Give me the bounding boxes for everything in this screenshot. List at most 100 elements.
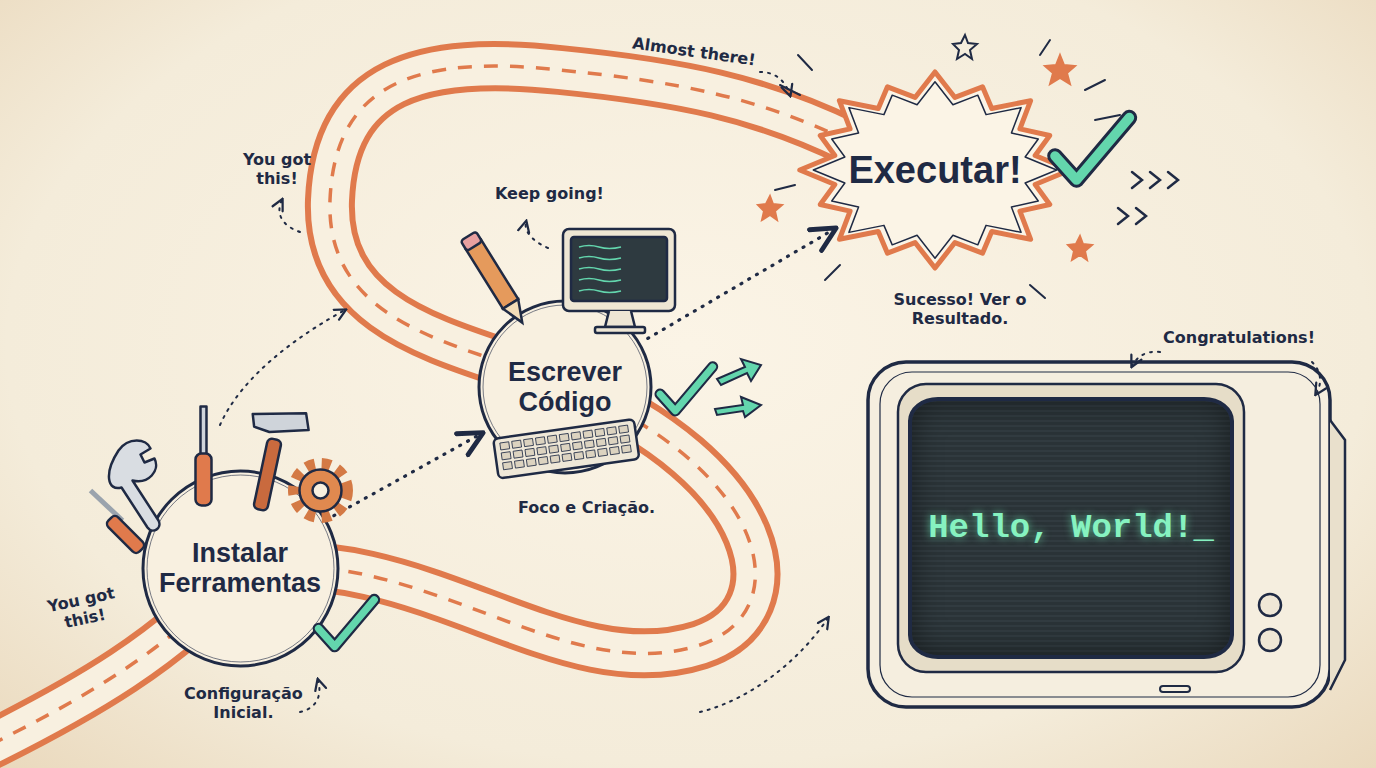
monitor-illustration-part — [1160, 686, 1190, 692]
road-part — [0, 66, 850, 745]
keyboard-icon-part — [598, 448, 608, 456]
callout-note: Configuração Inicial. — [184, 684, 303, 722]
burst-rays-part — [1030, 285, 1045, 298]
node-drawing — [90, 402, 374, 666]
chevrons-part — [1118, 208, 1128, 224]
starburst-outline — [800, 72, 1070, 268]
monitor-illustration-part — [1259, 594, 1281, 616]
keyboard-icon-part — [535, 437, 545, 445]
monitor-illustration-part — [1259, 629, 1281, 651]
keyboard-icon-part — [571, 432, 581, 440]
keyboard-icon-part — [562, 453, 572, 461]
node-text: Hello, World!_ — [928, 509, 1214, 547]
keyboard-icon-part — [620, 435, 630, 443]
leader-arrows-part — [1312, 362, 1320, 394]
chevrons-part — [1136, 208, 1146, 224]
burst-rays-part — [1040, 40, 1050, 55]
pencil-icon-part — [466, 240, 518, 309]
computer-icon-part — [571, 237, 667, 301]
road-part — [0, 66, 850, 745]
computer-icon-part — [595, 327, 645, 333]
tools-icon-part — [104, 513, 145, 554]
keyboard-icon-part — [526, 458, 536, 466]
stars-part — [953, 35, 977, 59]
keyboard-icon-part — [583, 430, 593, 438]
checkmark — [1055, 118, 1129, 180]
node-text: Executar! — [848, 149, 1021, 192]
road-part — [0, 66, 850, 745]
keyboard-icon-part — [512, 440, 522, 448]
pencil-icon-part — [503, 299, 530, 327]
chevrons-part — [1132, 172, 1142, 188]
keyboard-icon-part — [596, 438, 606, 446]
leader-arrows-part — [279, 200, 300, 232]
tools-icon-part-part — [299, 469, 341, 511]
chevrons-part — [1150, 172, 1160, 188]
leader-arrows-part — [526, 222, 548, 248]
burst-rays-part — [825, 265, 840, 280]
callout-note: Foco e Criação. — [518, 498, 655, 517]
computer-icon-part — [563, 229, 675, 311]
monitor-illustration-part — [868, 362, 1330, 707]
dotted-connector — [334, 434, 481, 516]
process-circle: Instalar Ferramentas — [143, 471, 338, 666]
keyboard-icon-part — [514, 460, 524, 468]
starburst-inner — [813, 82, 1056, 258]
pencil-icon-part — [461, 231, 483, 251]
node-text: Instalar Ferramentas — [159, 538, 321, 598]
keyboard-icon-part — [547, 435, 557, 443]
burst-rays-part — [1085, 80, 1105, 90]
computer-icon-part — [579, 246, 621, 249]
result-burst: Executar! — [797, 70, 1073, 270]
keyboard-icon-part — [501, 452, 511, 460]
leader-arrows-part — [1132, 352, 1160, 366]
computer-icon-part — [579, 279, 621, 282]
tools-icon-part — [249, 402, 311, 439]
tools-icon — [90, 402, 347, 555]
road — [0, 66, 850, 745]
tools-icon-part — [293, 463, 347, 517]
circle-outline — [479, 301, 651, 473]
callout-note: Keep going! — [495, 184, 604, 203]
keyboard-icon — [493, 419, 639, 478]
computer-icon-part — [579, 290, 621, 293]
node-drawing — [800, 72, 1130, 268]
stars-part — [758, 196, 782, 220]
node-text: Escrever Código — [508, 357, 622, 417]
callout-note: You got this! — [236, 150, 318, 188]
keyboard-icon-part — [595, 428, 605, 436]
keyboard-icon-part — [537, 447, 547, 455]
checkmark-outline — [660, 367, 713, 411]
keyboard-icon-part — [513, 450, 523, 458]
leader-arrows — [220, 72, 1320, 712]
checkmark — [660, 367, 713, 411]
keyboard-icon-part — [503, 462, 513, 470]
checkmark — [318, 599, 374, 646]
computer-icon-part — [579, 268, 621, 271]
monitor-illustration-part — [1330, 420, 1345, 690]
keyboard-icon-part — [550, 455, 560, 463]
keyboard-icon-part — [573, 442, 583, 450]
keyboard-icon-part — [524, 438, 534, 446]
keyboard-icon-part — [500, 442, 510, 450]
keyboard-icon-part — [610, 447, 620, 455]
crt-screen: Hello, World!_ — [908, 397, 1234, 659]
motion-arrows — [715, 359, 761, 417]
tools-icon-part-part — [312, 482, 328, 498]
checkmark-outline — [1055, 118, 1129, 180]
keyboard-icon-part — [525, 448, 535, 456]
tools-icon-part-part — [293, 463, 347, 517]
callout-note: You got this! — [43, 583, 123, 636]
tools-icon-part — [195, 453, 211, 505]
motion-arrows-part — [717, 359, 761, 385]
leader-arrows-part — [300, 680, 319, 712]
keyboard-icon-part — [538, 457, 548, 465]
checkmark-outline — [318, 599, 374, 646]
leader-arrows-part — [220, 310, 345, 425]
computer-icon-part — [605, 311, 635, 327]
computer-icon-part — [579, 257, 621, 260]
keyboard-icon-part — [584, 440, 594, 448]
monitor-illustration — [868, 362, 1345, 707]
keyboard-icon-part — [608, 437, 618, 445]
monitor-illustration-part — [880, 372, 1320, 697]
